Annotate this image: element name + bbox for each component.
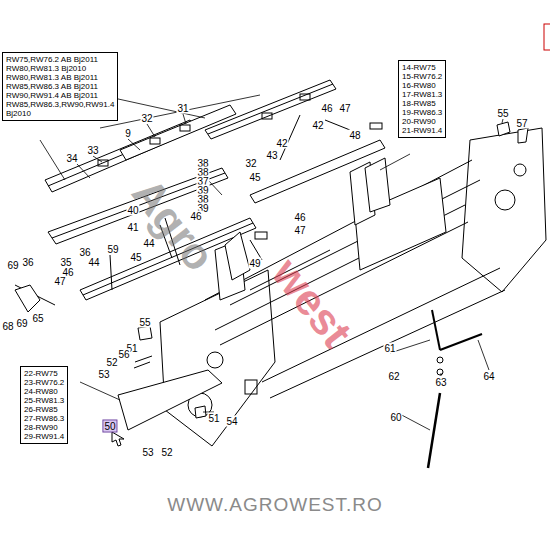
variant-text: 22-RW75 [24,369,64,378]
watermark: west [264,250,360,355]
callout-number: 65 [31,313,44,324]
variant-text: 20-RW90 [402,117,442,126]
callout-number: 60 [389,412,402,423]
callout-number: 47 [53,276,66,287]
corner-icon [544,24,550,50]
variant-text: 16-RW80 [402,81,442,90]
callout-number: 54 [225,416,238,427]
callout-number: 64 [482,371,495,382]
callout-number: 9 [124,128,132,139]
callout-number: 44 [142,238,155,249]
callout-number: 56 [117,349,130,360]
small-parts [15,115,528,430]
callout-number: 47 [338,103,351,114]
callout-number: 45 [129,252,142,263]
variant-text: 29-RW91.4 [24,432,64,441]
variant-text: 19-RW86.3 [402,108,442,117]
variant-text: 17-RW81.3 [402,90,442,99]
callout-number: 42 [311,120,324,131]
variant-text: Bj2010 [6,109,114,118]
callout-number: 34 [65,153,78,164]
callout-number: 51 [207,413,220,424]
variant-text: RW80,RW81.3 Bj2010 [6,64,114,73]
callout-number: 63 [434,377,447,388]
callout-number: 61 [383,343,396,354]
variant-text: 26-RW85 [24,405,64,414]
callout-number: 33 [86,145,99,156]
callout-number: 59 [106,244,119,255]
variant-text: 23-RW76.2 [24,378,64,387]
variant-list: 14-RW7515-RW76.216-RW8017-RW81.318-RW851… [398,60,446,138]
variant-text: RW80,RW81.3 AB Bj2011 [6,73,114,82]
callout-number: 47 [293,225,306,236]
variant-text: 21-RW91.4 [402,126,442,135]
variant-text: 15-RW76.2 [402,72,442,81]
callout-number: 48 [348,130,361,141]
variant-text: RW75,RW76.2 AB Bj2011 [6,55,114,64]
callout-number: 69 [15,318,28,329]
callout-number: 42 [275,138,288,149]
callout-number: 45 [248,172,261,183]
cursor [112,432,124,446]
variant-text: 27-RW86.3 [24,414,64,423]
rods [428,310,482,468]
callout-number: 68 [1,321,14,332]
callout-number: 55 [496,108,509,119]
callout-number: 50 [103,421,116,432]
callout-number: 43 [265,150,278,161]
callout-number: 41 [126,222,139,233]
callout-number: 46 [293,212,306,223]
callout-number: 32 [140,113,153,124]
callout-number: 32 [244,158,257,169]
callout-number: 49 [248,258,261,269]
variant-list: 22-RW7523-RW76.224-RW8025-RW81.326-RW852… [20,366,68,444]
frame [160,128,546,446]
variant-text: 18-RW85 [402,99,442,108]
callout-number: 31 [176,103,189,114]
callout-number: 57 [515,118,528,129]
callout-number: 69 [6,260,19,271]
variant-list: RW75,RW76.2 AB Bj2011RW80,RW81.3 Bj2010R… [2,52,118,121]
callout-number: 55 [138,317,151,328]
variant-text: 14-RW75 [402,63,442,72]
callout-number: 53 [97,369,110,380]
leader-lines [40,95,503,430]
callout-number: 46 [320,103,333,114]
callout-number: 52 [160,447,173,458]
variant-text: RW90,RW91.4 AB Bj2011 [6,91,114,100]
callout-number: 62 [387,371,400,382]
callout-number: 53 [141,447,154,458]
variant-text: 25-RW81.3 [24,396,64,405]
website-url: WWW.AGROWEST.RO [167,494,383,516]
variant-text: RW85,RW86.3,RW90,RW91.4 [6,100,114,109]
variant-text: RW85,RW86.3 AB Bj2011 [6,82,114,91]
variant-text: 28-RW90 [24,423,64,432]
callout-number: 36 [21,257,34,268]
callout-number: 44 [87,257,100,268]
variant-text: 24-RW80 [24,387,64,396]
